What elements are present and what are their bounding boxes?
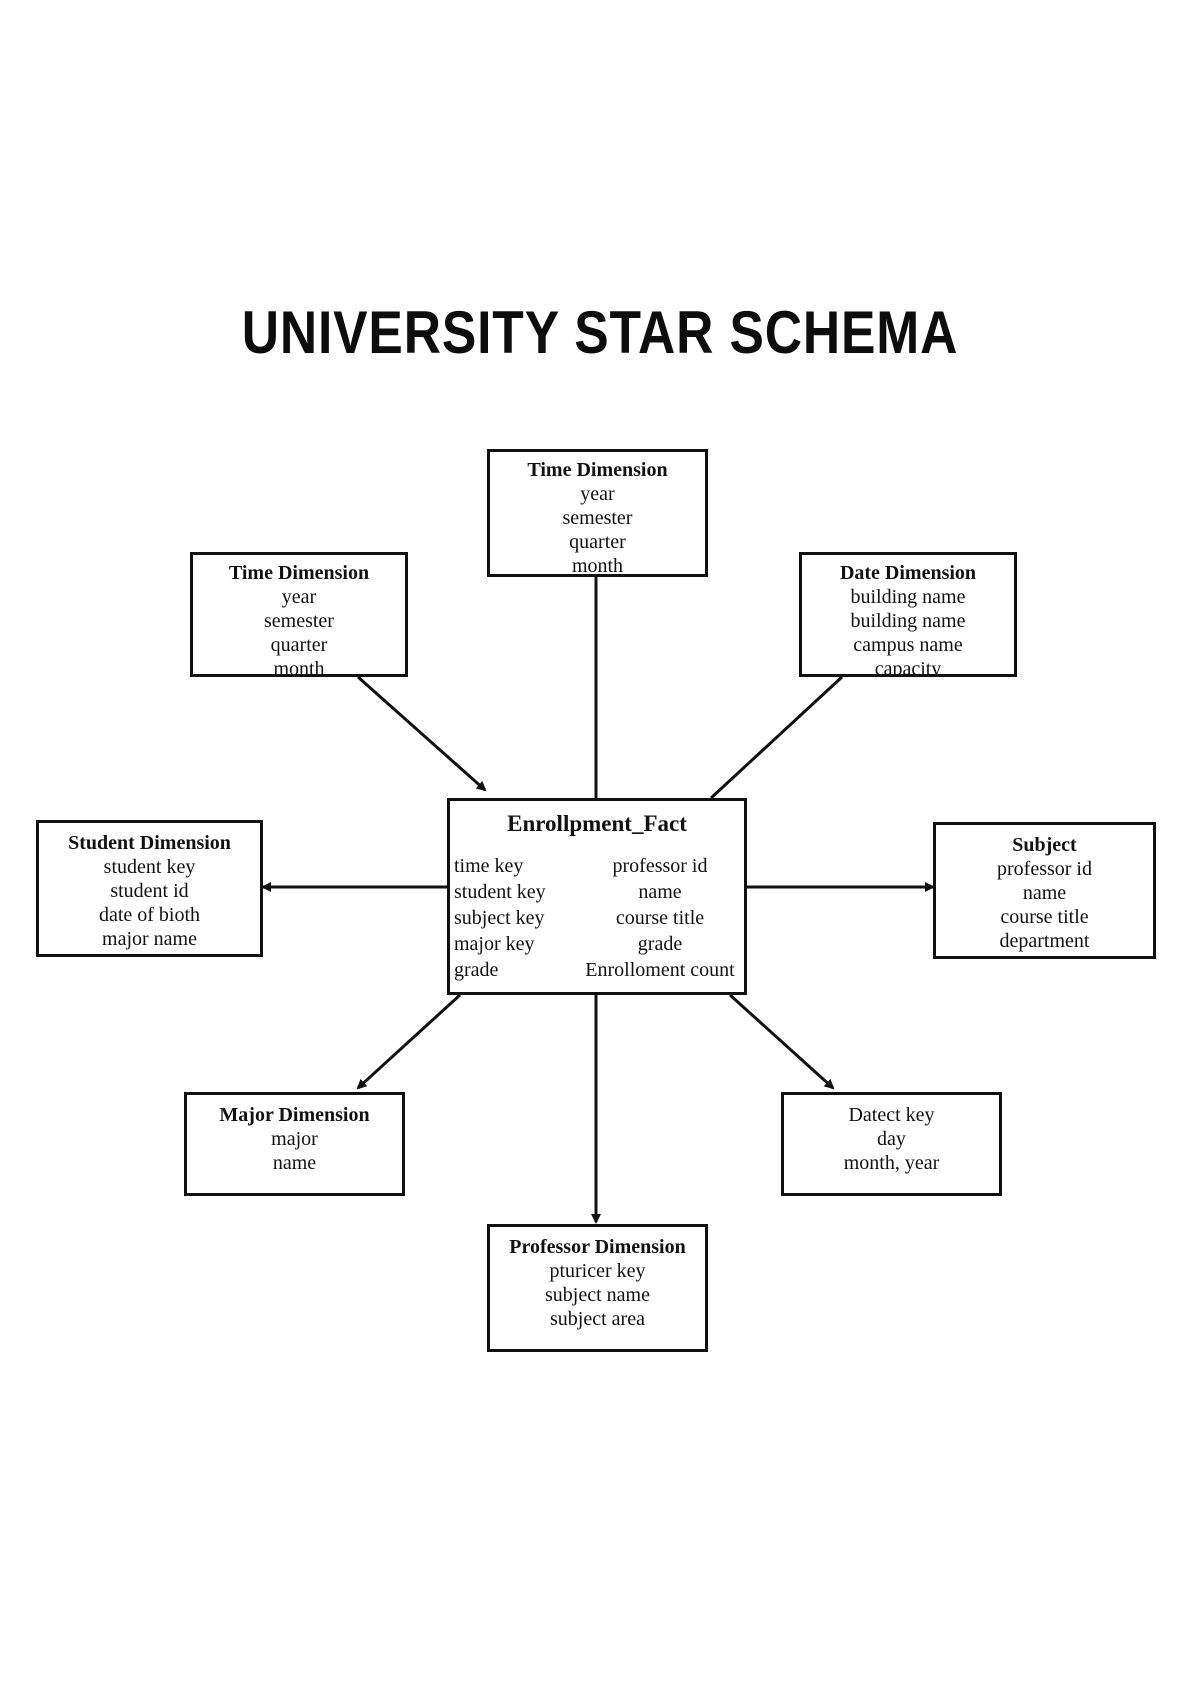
connector-date (709, 675, 844, 800)
enrollment-fact-measure: grade (637, 933, 683, 955)
time-dimension-top-field: semester (562, 507, 633, 529)
student-dimension-field: date of bioth (98, 904, 201, 926)
subject-dimension-field: name (1022, 882, 1067, 904)
enrollment-fact-key: subject key (454, 907, 545, 929)
professor-dimension-field: subject name (545, 1284, 650, 1306)
subject-dimension-field: department (999, 930, 1090, 952)
datect-dimension-field: month, year (843, 1152, 940, 1174)
enrollment-fact-key: student key (454, 881, 546, 903)
time-dimension-left-name: Time Dimension (228, 562, 370, 584)
enrollment-fact-name: Enrollpment_Fact (507, 811, 687, 836)
student-dimension-field: student id (110, 880, 189, 902)
date-dimension-field: campus name (853, 634, 963, 656)
enrollment-fact-key: time key (454, 855, 524, 877)
time-dimension-left-field: semester (264, 610, 334, 632)
datect-dimension-field: day (877, 1128, 906, 1150)
enrollment-fact-box: Enrollpment_Fact time key student key su… (447, 798, 747, 995)
professor-dimension-field: pturicer key (549, 1260, 646, 1282)
major-dimension-field: name (272, 1152, 317, 1174)
professor-dimension-field: subject area (550, 1308, 645, 1330)
subject-dimension-field: course title (1000, 906, 1089, 928)
enrollment-fact-measure: professor id (612, 855, 708, 877)
enrollment-fact-measure: name (638, 881, 682, 903)
date-dimension-name: Date Dimension (839, 562, 977, 584)
connector-major-arrow (356, 993, 462, 1090)
enrollment-fact-measure: Enrolloment count (585, 959, 735, 981)
time-dimension-top-name: Time Dimension (527, 459, 668, 481)
time-dimension-top-box: Time Dimension year semester quarter mon… (487, 449, 708, 577)
student-dimension-name: Student Dimension (68, 832, 231, 854)
subject-dimension-field: professor id (997, 858, 1092, 880)
subject-dimension-name: Subject (1012, 834, 1077, 856)
date-dimension-field: building name (850, 586, 966, 608)
time-dimension-left-field: month (273, 658, 325, 677)
date-dimension-field: capacity (874, 658, 942, 677)
connector-time-left-arrow (357, 675, 487, 792)
time-dimension-top-field: month (571, 555, 624, 577)
major-dimension-box: Major Dimension major name (184, 1092, 405, 1196)
professor-dimension-name: Professor Dimension (509, 1236, 686, 1258)
major-dimension-field: major (271, 1128, 318, 1150)
datect-dimension-field: Datect key (848, 1104, 935, 1126)
student-dimension-field: student key (103, 856, 196, 878)
professor-dimension-box: Professor Dimension pturicer key subject… (487, 1224, 708, 1352)
time-dimension-left-field: quarter (270, 634, 328, 656)
time-dimension-left-box: Time Dimension year semester quarter mon… (190, 552, 408, 677)
enrollment-fact-measure-column: professor id name course title grade Enr… (580, 853, 740, 983)
enrollment-fact-key: major key (454, 933, 535, 955)
enrollment-fact-key: grade (454, 959, 499, 981)
connector-datect-arrow (728, 993, 835, 1090)
student-dimension-box: Student Dimension student key student id… (36, 820, 263, 957)
time-dimension-top-field: quarter (569, 531, 626, 553)
subject-dimension-box: Subject professor id name course title d… (933, 822, 1156, 959)
datect-dimension-box: Datect key day month, year (781, 1092, 1002, 1196)
time-dimension-top-field: year (580, 483, 615, 505)
student-dimension-field: major name (102, 928, 197, 950)
major-dimension-name: Major Dimension (219, 1104, 370, 1126)
enrollment-fact-measure: course title (615, 907, 705, 929)
date-dimension-box: Date Dimension building name building na… (799, 552, 1017, 677)
diagram-title: UNIVERSITY STAR SCHEMA (241, 299, 959, 366)
time-dimension-left-field: year (281, 586, 317, 608)
date-dimension-field: building name (850, 610, 966, 632)
enrollment-fact-key-column: time key student key subject key major k… (454, 853, 546, 983)
